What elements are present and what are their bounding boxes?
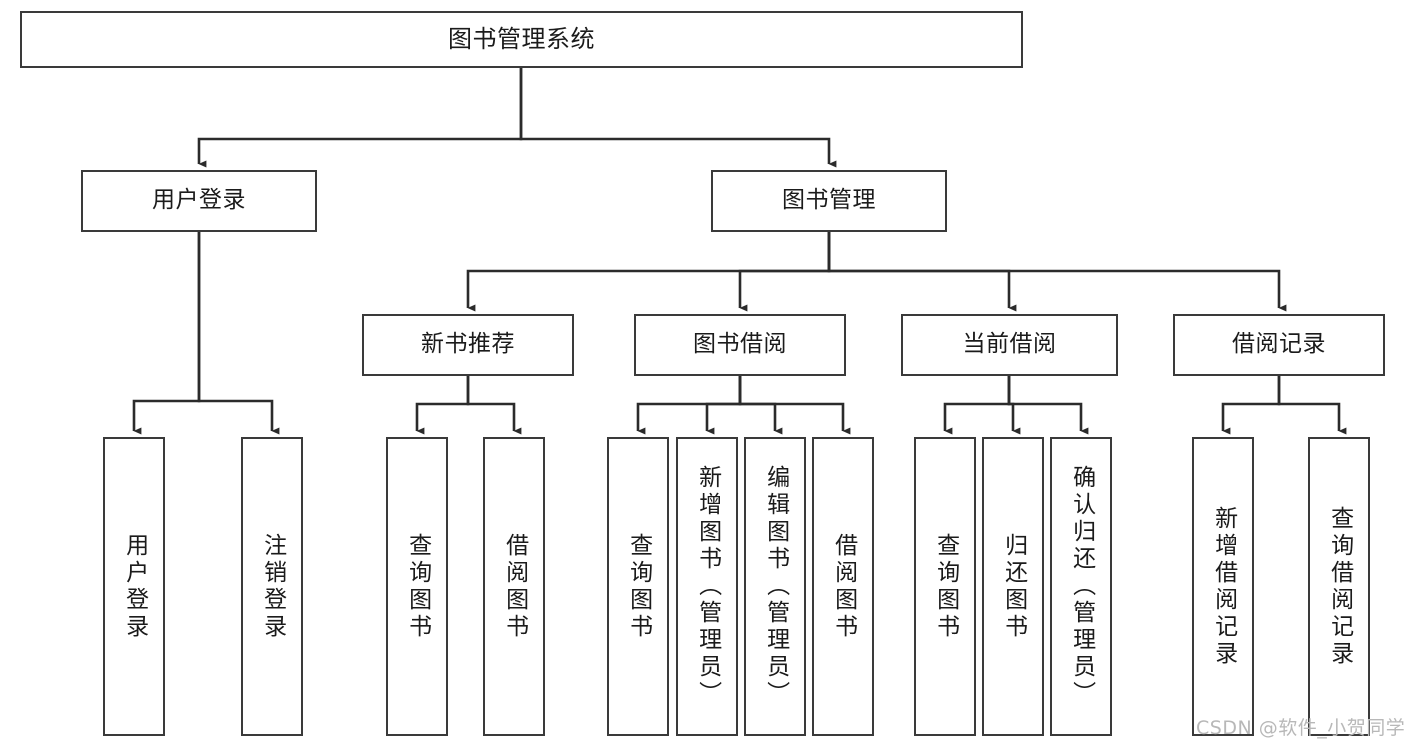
node-add-borrow-record[interactable]: 新增借阅记录	[1192, 437, 1254, 736]
edge-book-management-to-current-borrow	[827, 232, 1017, 312]
node-root[interactable]: 图书管理系统	[20, 11, 1023, 68]
node-user-login[interactable]: 用户登录	[81, 170, 317, 232]
node-current-borrow[interactable]: 当前借阅	[901, 314, 1118, 376]
node-label-query-book-2: 查询图书	[625, 532, 652, 641]
node-label-confirm-return-admin: 确认归还（管理员）	[1068, 465, 1095, 708]
edge-root-to-user-login	[197, 68, 523, 168]
node-borrow-book-2[interactable]: 借阅图书	[812, 437, 874, 736]
edge-book-management-to-book-borrow	[738, 232, 831, 312]
edge-book-management-to-new-book-recommend	[466, 232, 831, 312]
node-label-add-book-admin: 新增图书（管理员）	[694, 465, 721, 708]
node-label-query-borrow-record: 查询借阅记录	[1326, 505, 1353, 668]
node-user-logout-leaf[interactable]: 注销登录	[241, 437, 303, 736]
node-label-edit-book-admin: 编辑图书（管理员）	[762, 465, 789, 708]
edge-book-borrow-to-query-book-2	[636, 376, 742, 435]
edge-user-login-to-user-login-leaf	[132, 232, 201, 435]
node-label-user-login-leaf: 用户登录	[121, 532, 148, 641]
edge-new-book-recommend-to-borrow-book-1	[466, 376, 522, 435]
edge-new-book-recommend-to-query-book-1	[415, 376, 470, 435]
node-confirm-return-admin[interactable]: 确认归还（管理员）	[1050, 437, 1112, 736]
edge-current-borrow-to-confirm-return-admin	[1007, 376, 1089, 435]
node-label-query-book-3: 查询图书	[932, 532, 959, 641]
edge-book-management-to-borrow-record	[827, 232, 1287, 312]
edge-current-borrow-to-query-book-3	[943, 376, 1011, 435]
node-label-borrow-record: 借阅记录	[1232, 331, 1326, 358]
edge-book-borrow-to-edit-book-admin	[738, 376, 783, 435]
node-book-borrow[interactable]: 图书借阅	[634, 314, 846, 376]
node-label-root: 图书管理系统	[448, 25, 595, 54]
node-edit-book-admin[interactable]: 编辑图书（管理员）	[744, 437, 806, 736]
node-label-current-borrow: 当前借阅	[962, 331, 1057, 358]
node-return-book[interactable]: 归还图书	[982, 437, 1044, 736]
edge-current-borrow-to-return-book	[1007, 376, 1021, 435]
edge-borrow-record-to-query-borrow-record	[1277, 376, 1347, 435]
edge-book-borrow-to-add-book-admin	[705, 376, 742, 435]
edge-borrow-record-to-add-borrow-record	[1221, 376, 1281, 435]
node-book-management[interactable]: 图书管理	[711, 170, 947, 232]
csdn-watermark: CSDN @软件_小贺同学	[1196, 717, 1405, 739]
node-add-book-admin[interactable]: 新增图书（管理员）	[676, 437, 738, 736]
node-query-book-1[interactable]: 查询图书	[386, 437, 448, 736]
node-label-new-book-recommend: 新书推荐	[421, 331, 515, 358]
node-label-book-borrow: 图书借阅	[693, 331, 787, 358]
edge-book-borrow-to-borrow-book-2	[738, 376, 851, 435]
node-label-query-book-1: 查询图书	[404, 532, 431, 641]
node-label-borrow-book-2: 借阅图书	[830, 532, 857, 641]
node-label-borrow-book-1: 借阅图书	[501, 532, 528, 641]
node-user-login-leaf[interactable]: 用户登录	[103, 437, 165, 736]
node-query-book-2[interactable]: 查询图书	[607, 437, 669, 736]
node-query-book-3[interactable]: 查询图书	[914, 437, 976, 736]
node-label-book-management: 图书管理	[782, 187, 876, 214]
node-label-return-book: 归还图书	[1000, 532, 1027, 641]
node-query-borrow-record[interactable]: 查询借阅记录	[1308, 437, 1370, 736]
node-label-user-logout-leaf: 注销登录	[259, 532, 286, 641]
edge-root-to-book-management	[519, 68, 837, 168]
node-borrow-book-1[interactable]: 借阅图书	[483, 437, 545, 736]
node-new-book-recommend[interactable]: 新书推荐	[362, 314, 574, 376]
edge-user-login-to-user-logout-leaf	[197, 232, 280, 435]
node-borrow-record[interactable]: 借阅记录	[1173, 314, 1385, 376]
node-label-add-borrow-record: 新增借阅记录	[1210, 505, 1237, 668]
node-label-user-login: 用户登录	[152, 187, 246, 214]
